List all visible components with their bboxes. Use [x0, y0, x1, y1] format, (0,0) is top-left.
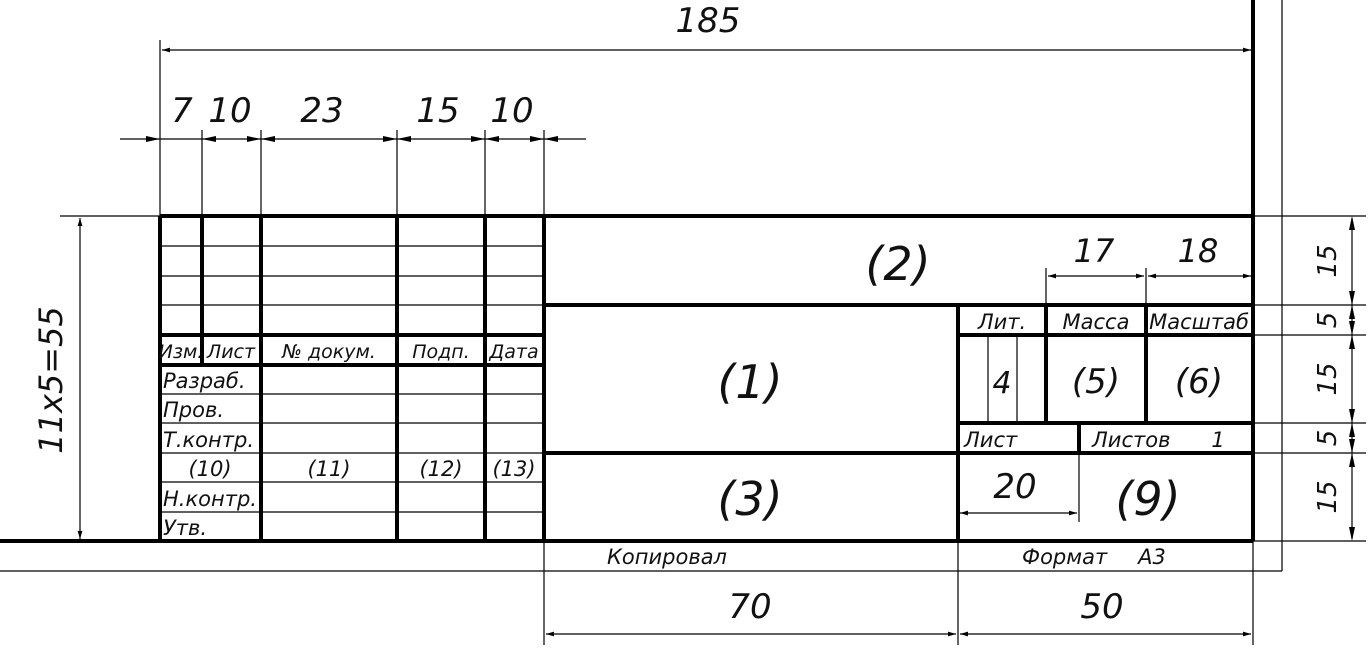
field-9: (9): [1115, 472, 1180, 526]
header-date: Дата: [488, 341, 538, 363]
field-10: (10): [188, 457, 231, 481]
header-list: Лист: [206, 341, 256, 363]
sheets-value: 1: [1211, 428, 1224, 452]
dim-r15a: 15: [1313, 244, 1343, 277]
label-mass: Масса: [1063, 310, 1130, 334]
dim-20: 20: [993, 467, 1036, 507]
dim-10b: 10: [490, 91, 533, 131]
field-13: (13): [492, 457, 535, 481]
header-sign: Подп.: [412, 341, 470, 363]
field-12: (12): [419, 457, 462, 481]
label-approved: Утв.: [163, 516, 207, 540]
field-3: (3): [717, 472, 782, 526]
lit-value: 4: [992, 366, 1011, 401]
dim-arrow-7: [146, 136, 160, 142]
dim-18: 18: [1178, 232, 1219, 270]
field-5: (5): [1072, 362, 1120, 402]
field-2: (2): [865, 237, 930, 291]
dim-55: 11x5=55: [32, 306, 70, 454]
label-lit: Лит.: [977, 310, 1026, 334]
label-scale: Масштаб: [1149, 310, 1249, 334]
title-block-thin-lines: [160, 245, 1254, 645]
label-checked: Пров.: [163, 398, 224, 422]
field-6: (6): [1175, 362, 1223, 402]
header-doc-no: № докум.: [281, 341, 376, 363]
format-value: А3: [1136, 545, 1166, 569]
label-sheets: Листов: [1091, 428, 1170, 452]
label-developed: Разраб.: [163, 369, 246, 393]
dim-7: 7: [171, 91, 193, 131]
dim-15: 15: [416, 91, 459, 131]
dim-70: 70: [728, 587, 771, 627]
dim-185: 185: [676, 1, 741, 41]
label-norm-control: Н.контр.: [163, 487, 257, 511]
extension-lines: [60, 40, 1366, 542]
dim-r15c: 15: [1313, 480, 1343, 513]
dim-23: 23: [300, 91, 343, 131]
dim-r5b: 5: [1313, 430, 1343, 447]
label-tech-control: Т.контр.: [163, 428, 254, 452]
dim-50: 50: [1080, 587, 1123, 627]
dimension-lines: [77, 47, 1355, 637]
field-11: (11): [307, 457, 350, 481]
label-sheet: Лист: [963, 428, 1018, 452]
dim-r15b: 15: [1313, 362, 1343, 395]
dim-r5a: 5: [1313, 312, 1343, 329]
header-izm: Изм.: [159, 341, 204, 363]
label-format: Формат: [1022, 545, 1108, 569]
label-copied: Копировал: [607, 545, 727, 569]
title-block-thick-lines: [158, 214, 1253, 541]
dim-10a: 10: [208, 91, 251, 131]
field-1: (1): [717, 355, 782, 409]
dim-17: 17: [1074, 232, 1115, 270]
